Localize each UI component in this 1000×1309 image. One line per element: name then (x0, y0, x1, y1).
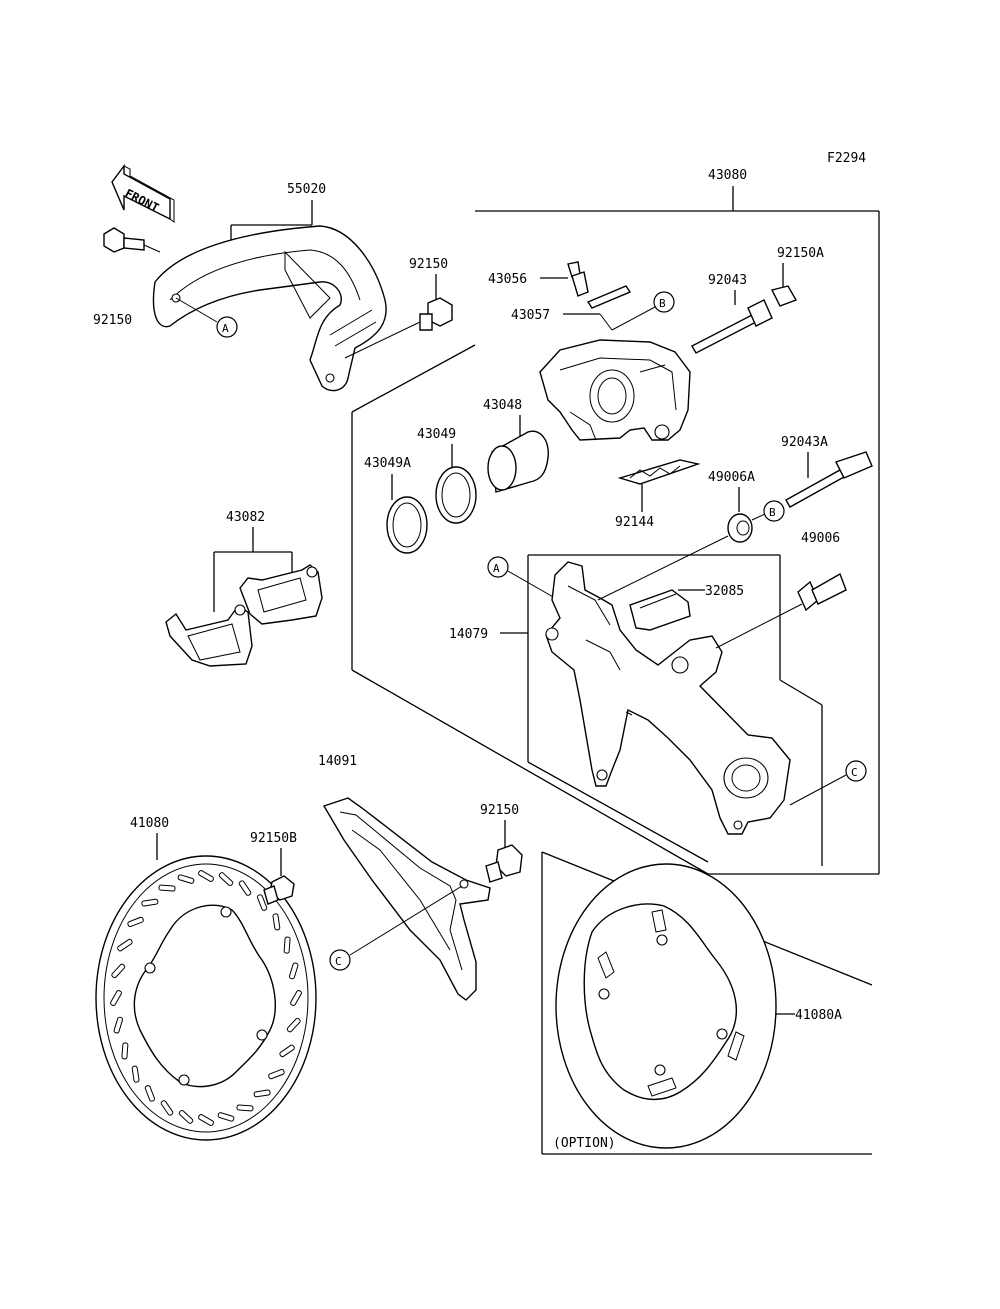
part-92144: 92144 (615, 515, 654, 530)
slide-pin-92043A: 92043A (781, 435, 873, 508)
ref-marker-c-mid: C (789, 760, 867, 806)
caliper-bracket: 14079 (449, 561, 791, 835)
disc-slot (217, 1112, 235, 1122)
leader-49006A (597, 535, 729, 601)
bolt-49006 (715, 572, 847, 649)
disc-slot (127, 916, 144, 928)
disc-slot (283, 936, 291, 954)
part-32085: 32085 (705, 584, 744, 599)
part-41080: 41080 (130, 816, 169, 831)
part-92043A: 92043A (781, 435, 828, 450)
dust-seal: 43049A (364, 456, 428, 554)
disc-slot (238, 880, 252, 896)
disc-slot (160, 1100, 174, 1116)
disc-slot (111, 963, 126, 979)
ref-c-bottom-label: C (335, 955, 342, 968)
disc-slot (110, 990, 122, 1006)
part-55020: 55020 (287, 182, 326, 197)
disc-slot (288, 962, 299, 980)
part-92150A: 92150A (777, 246, 824, 261)
disc-slot (236, 1104, 254, 1112)
disc-slot (131, 1065, 140, 1083)
disc-slot (113, 1016, 124, 1034)
pad-pin: 43057 B (511, 285, 675, 331)
part-49006: 49006 (801, 531, 840, 546)
disc-slot (141, 898, 159, 907)
part-92043: 92043 (708, 273, 747, 288)
disc-slot (198, 1114, 214, 1126)
part-92150-guard: 92150 (409, 257, 448, 272)
part-92150B: 92150B (250, 831, 297, 846)
disc-slot (272, 913, 281, 931)
disc-slot (144, 1085, 156, 1102)
ref-marker-a-top: A (175, 297, 238, 338)
bolt-92150-left: 92150 (93, 227, 161, 328)
part-41080A: 41080A (795, 1008, 842, 1023)
disc-cooling-slots (110, 870, 302, 1126)
option-brake-disc: 41080A (555, 863, 842, 1149)
ref-c-mid-label: C (851, 766, 858, 779)
disc-slot (256, 894, 268, 911)
bleeder-valve: 43056 (488, 261, 589, 297)
part-92150-disc-guard: 92150 (480, 803, 519, 818)
cap-92150A: 92150A (770, 246, 824, 307)
bracket-group-outline (527, 554, 823, 866)
pad-holder: 32085 (629, 584, 744, 631)
slide-pin-92043: 92043 (691, 273, 773, 354)
part-43049A: 43049A (364, 456, 411, 471)
piston-seal: 43049 (417, 427, 477, 524)
boot-49006A: 49006A B (708, 470, 785, 543)
ref-a-top-label: A (222, 322, 229, 335)
disc-slot (279, 1044, 295, 1058)
disc-slot (268, 1068, 285, 1080)
figure-code: F2294 (827, 151, 866, 166)
caliper-body (539, 339, 691, 441)
ref-marker-a-mid: A (487, 556, 556, 599)
disc-slot (198, 870, 214, 882)
pad-spring: 92144 (615, 459, 701, 530)
part-43082: 43082 (226, 510, 265, 525)
bolt-92150-guard: 92150 (409, 257, 453, 331)
part-14079: 14079 (449, 627, 488, 642)
brake-pads: 43082 (165, 510, 323, 667)
ref-b-mid-label: B (769, 506, 776, 519)
part-43056: 43056 (488, 272, 527, 287)
part-43057: 43057 (511, 308, 550, 323)
caliper-assembly-outline: 43080 (351, 168, 880, 875)
ref-marker-c-bottom: C (329, 885, 463, 971)
front-arrow-icon: FRONT (111, 163, 175, 223)
bolt-92150B: 92150B (250, 831, 297, 905)
option-label: (OPTION) (553, 1136, 616, 1151)
part-43049: 43049 (417, 427, 456, 442)
disc-slot (121, 1042, 129, 1060)
bolt-92150-disc-guard: 92150 (480, 803, 523, 883)
part-49006A: 49006A (708, 470, 755, 485)
disc-slot (286, 1017, 301, 1033)
part-43048: 43048 (483, 398, 522, 413)
brake-disc: 41080 (95, 816, 317, 1141)
part-43080: 43080 (708, 168, 747, 183)
disc-slot (178, 1109, 194, 1124)
caliper-guard: 55020 (152, 182, 421, 392)
ref-b-top-label: B (659, 297, 666, 310)
piston: 43048 (483, 398, 549, 493)
part-92150-left: 92150 (93, 313, 132, 328)
disc-slot (117, 938, 133, 952)
disc-slot (177, 874, 195, 884)
part-14091: 14091 (318, 754, 357, 769)
ref-a-mid-label: A (493, 562, 500, 575)
disc-slot (253, 1089, 271, 1098)
disc-slot (158, 884, 176, 892)
disc-slot (290, 990, 302, 1006)
disc-slot (218, 872, 234, 887)
